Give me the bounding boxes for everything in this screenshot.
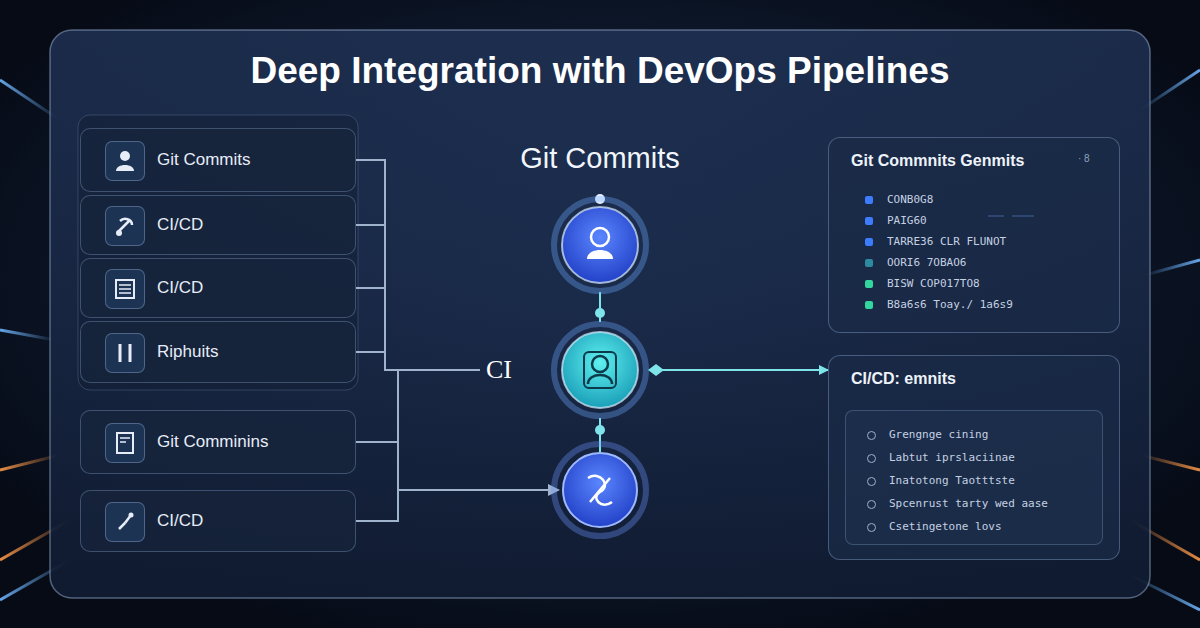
decor-circle: [592, 356, 608, 372]
list-item: Labtut iprslaciinae: [889, 451, 1015, 464]
status-square: [865, 196, 873, 204]
decor-path: [118, 219, 132, 232]
decor-circle: [116, 230, 122, 236]
decor-path: [588, 476, 612, 505]
box-label: Git Comminins: [157, 411, 268, 473]
list-item: Grengnge cining: [889, 428, 988, 441]
decor-rect: [584, 352, 616, 388]
list-item: CONB0G8: [887, 193, 933, 206]
decor-g: [588, 476, 612, 505]
decor-line: [0, 330, 55, 340]
decor-polyline: [356, 441, 398, 443]
info-panel: CI/CD: emnitsGrengnge ciningLabtut iprsl…: [828, 355, 1120, 560]
decor-line: [1145, 260, 1200, 275]
connector: [356, 288, 480, 370]
box-label: Riphuits: [157, 322, 218, 382]
decor-polyline: [398, 489, 548, 491]
decor-path: [120, 438, 130, 442]
status-square: [865, 238, 873, 246]
decor-g: [356, 370, 548, 521]
pipeline-box: Git Commits: [80, 128, 356, 192]
icon: [106, 207, 144, 245]
panel-heading: CI/CD: emnits: [851, 370, 956, 388]
decor-circle: [591, 228, 609, 246]
icon: [106, 503, 144, 541]
decor-circle: [595, 425, 605, 435]
icon-tile: [105, 141, 145, 181]
status-square: [865, 217, 873, 225]
list-item: TARRE36 CLR FLUNOT: [887, 235, 1006, 248]
pipeline-box: Riphuits: [80, 321, 356, 383]
list-item: Spcenrust tarty wed aase: [889, 497, 1048, 510]
decor-circle: [554, 199, 646, 291]
status-bullet: [867, 500, 876, 509]
decor-path: [587, 250, 613, 259]
decor-path: [119, 285, 131, 293]
decor-rect: [117, 433, 133, 453]
status-square: [865, 259, 873, 267]
decor-rect: [78, 115, 358, 390]
info-panel: Git Commnits GenmitsCONB0G8PAIG60TARRE36…: [828, 137, 1120, 333]
decor-path: [119, 515, 131, 529]
stage-label: CI: [486, 322, 512, 418]
decor-circle: [554, 444, 646, 536]
icon: [106, 334, 144, 372]
list-item: B8a6s6 Toay./ 1a6s9: [887, 298, 1013, 311]
icon-tile: [105, 333, 145, 373]
icon-tile: [105, 269, 145, 309]
connector: [650, 369, 828, 371]
icon: [106, 424, 144, 462]
icon: [106, 270, 144, 308]
status-square: [865, 301, 873, 309]
stage-label: Git Commits: [500, 142, 700, 175]
icon-tile: [105, 502, 145, 542]
status-bullet: [867, 523, 876, 532]
decor-path: [590, 478, 610, 502]
decor-path: [116, 165, 134, 171]
icon: [106, 142, 144, 180]
list-item: Csetingetone lovs: [889, 520, 1002, 533]
box-label: Git Commits: [157, 129, 251, 191]
diagram-title: Deep Integration with DevOps Pipelines: [0, 50, 1200, 92]
status-bullet: [867, 477, 876, 486]
status-bullet: [867, 431, 876, 440]
stage-circle: Git Commits: [500, 136, 700, 292]
status-square: [865, 280, 873, 288]
box-label: CI/CD: [157, 196, 203, 254]
icon-tile: [105, 206, 145, 246]
decor-circle: [120, 151, 130, 161]
box-label: CI/CD: [157, 259, 203, 317]
decor-path: [588, 375, 612, 384]
decor-rect: [50, 30, 1150, 598]
connector: [356, 225, 480, 370]
decor-path: [120, 344, 130, 362]
list-item: Inatotong Taotttste: [889, 474, 1015, 487]
panel-heading: Git Commnits Genmits: [851, 152, 1024, 170]
list-item: PAIG60: [887, 214, 927, 227]
decor-circle: [129, 513, 134, 518]
connector: [356, 160, 480, 370]
pipeline-box: Git Comminins: [80, 410, 356, 474]
pipeline-box: CI/CD: [80, 490, 356, 552]
panel-note: · 8: [1078, 153, 1090, 164]
connector: [356, 352, 480, 370]
status-bullet: [867, 454, 876, 463]
box-label: CI/CD: [157, 491, 203, 551]
decor-polyline: [356, 370, 398, 521]
pipeline-box: CI/CD: [80, 258, 356, 318]
decor-rect: [116, 280, 134, 298]
pipeline-box: CI/CD: [80, 195, 356, 255]
decor-circle: [554, 324, 646, 416]
connector: [599, 292, 601, 322]
list-item: OORI6 7OBAO6: [887, 256, 966, 269]
list-item: BISW COP017TO8: [887, 277, 980, 290]
decor-circle: [563, 453, 637, 527]
decor-circle: [562, 332, 638, 408]
stage-circle: CI: [480, 322, 650, 418]
icon-tile: [105, 423, 145, 463]
decor-circle: [562, 207, 638, 283]
